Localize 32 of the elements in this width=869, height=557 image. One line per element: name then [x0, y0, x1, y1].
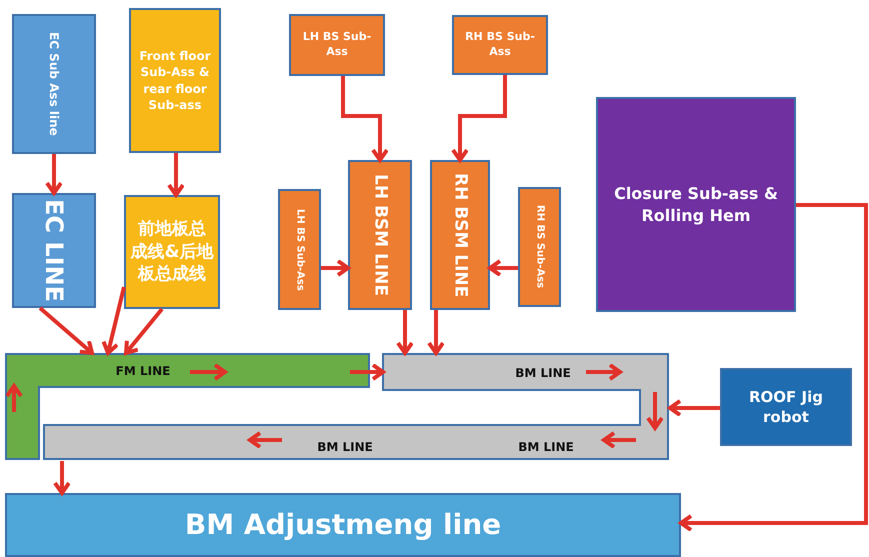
process-box: RH BS Sub-Ass: [518, 187, 561, 307]
arrow: [396, 310, 414, 355]
arrow: [488, 259, 518, 277]
process-box: EC LINE: [12, 193, 96, 308]
arrow: [321, 259, 350, 277]
arrow: [53, 461, 71, 495]
process-box: LH BS Sub-Ass: [278, 189, 321, 310]
arrow: [45, 154, 63, 195]
process-box: Closure Sub-ass & Rolling Hem: [596, 97, 796, 312]
arrow: [124, 308, 164, 355]
line-label: BM LINE: [515, 366, 571, 380]
process-box: 前地板总成线&后地板总成线: [124, 195, 220, 309]
process-box: RH BSM LINE: [430, 160, 490, 310]
process-box: ROOF Jig robot: [720, 368, 852, 446]
process-box: RH BS Sub-Ass: [452, 15, 548, 75]
line-label: BM LINE: [317, 440, 373, 454]
arrow: [451, 75, 507, 162]
process-box: EC Sub Ass line: [12, 14, 96, 154]
arrow: [341, 76, 389, 162]
arrow: [427, 310, 445, 355]
line-label: BM LINE: [518, 440, 574, 454]
arrow: [167, 153, 185, 197]
process-box: LH BSM LINE: [348, 160, 412, 310]
arrow: [102, 286, 126, 355]
arrow: [679, 203, 868, 532]
arrow: [38, 306, 94, 355]
process-box: Front floor Sub-Ass & rear floor Sub-ass: [129, 8, 221, 153]
arrow: [350, 363, 385, 381]
arrow: [668, 399, 720, 417]
process-box: BM Adjustmeng line: [5, 493, 681, 557]
line-label: FM LINE: [116, 364, 170, 378]
process-box: LH BS Sub-Ass: [289, 14, 385, 76]
